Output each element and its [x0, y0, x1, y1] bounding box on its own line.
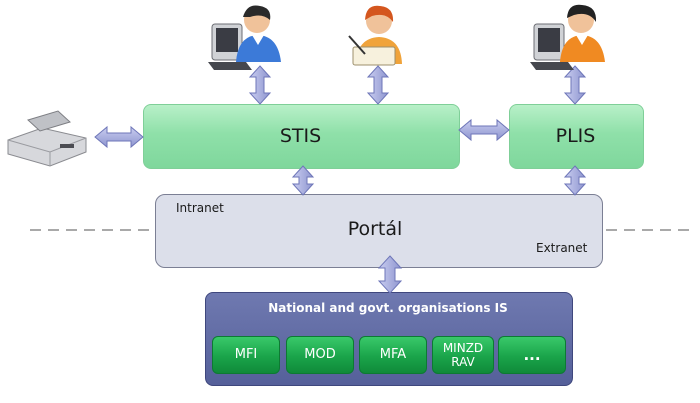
arrow-user2-stis	[366, 65, 390, 105]
user-at-computer-icon	[208, 5, 281, 70]
portal-box	[155, 194, 603, 268]
arrow-plis-portal	[563, 165, 587, 196]
user-at-computer-icon	[530, 4, 605, 70]
arrow-portal-organisations	[377, 255, 403, 294]
org-item-mfa: MFA	[359, 336, 427, 374]
stis-box	[143, 104, 460, 169]
intranet-label: Intranet	[176, 201, 224, 215]
org-item-mod: MOD	[286, 336, 354, 374]
extranet-label: Extranet	[536, 241, 588, 255]
portal-label: Portál	[347, 218, 403, 240]
organisations-title: National and govt. organisations IS	[268, 301, 508, 315]
arrow-user1-stis	[248, 65, 272, 105]
org-item-mfi: MFI	[212, 336, 280, 374]
org-item-minzdrav: MINZD RAV	[432, 336, 494, 374]
plis-box	[509, 104, 644, 169]
arrow-user3-plis	[563, 65, 587, 105]
user-writing-icon	[348, 5, 402, 66]
arrow-stis-plis	[458, 118, 510, 142]
arrow-stis-portal	[291, 165, 315, 196]
arrow-scanner-stis	[94, 125, 144, 149]
stis-label: STIS	[279, 124, 322, 147]
plis-label: PLIS	[555, 124, 596, 147]
scanner-icon	[7, 110, 87, 167]
org-item-more: ...	[498, 336, 566, 374]
